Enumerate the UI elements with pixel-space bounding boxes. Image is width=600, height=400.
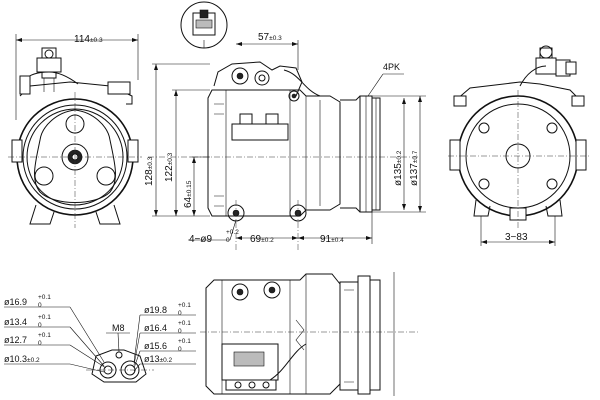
mount-spacing-a-dim: 69±0.2 xyxy=(250,234,274,245)
svg-text:+0.2: +0.2 xyxy=(226,229,239,236)
svg-text:+0.1: +0.1 xyxy=(178,320,191,327)
svg-text:0: 0 xyxy=(178,310,182,317)
port-thread-label: M8 xyxy=(112,323,125,333)
svg-text:0: 0 xyxy=(38,340,42,347)
svg-text:0: 0 xyxy=(178,346,182,353)
svg-text:+0.1: +0.1 xyxy=(38,294,51,301)
connector-offset-dim: 57±0.3 xyxy=(258,32,282,43)
svg-text:+0.1: +0.1 xyxy=(38,314,51,321)
port-right-3: ø15.6 xyxy=(144,341,167,351)
belt-profile-label: 4PK xyxy=(383,62,400,72)
port-right-2: ø16.4 xyxy=(144,323,167,333)
port-detail: ø16.9 +0.1 0 ø13.4 +0.1 0 ø12.7 +0.1 0 ø… xyxy=(4,294,196,383)
svg-text:0: 0 xyxy=(38,302,42,309)
pulley-diameter-dim: ø135±0.2 xyxy=(393,150,404,186)
svg-text:0: 0 xyxy=(226,237,230,244)
body-height-dim: 122±0.3 xyxy=(164,152,175,182)
svg-text:+0.1: +0.1 xyxy=(38,332,51,339)
center-height-dim: 64±0.15 xyxy=(183,180,194,208)
svg-text:+0.1: +0.1 xyxy=(178,338,191,345)
side-view: 57±0.3 4PK xyxy=(144,32,426,250)
pulley-outer-diameter-dim: ø137±0.7 xyxy=(409,150,420,186)
top-view xyxy=(200,272,420,396)
port-left-1: ø16.9 xyxy=(4,297,27,307)
svg-text:0: 0 xyxy=(178,328,182,335)
connector-detail xyxy=(180,1,228,49)
front-view: 114±0.3 xyxy=(8,34,142,228)
port-left-4: ø10.3±0.2 xyxy=(4,354,40,364)
svg-text:0: 0 xyxy=(38,322,42,329)
port-right-1: ø19.8 xyxy=(144,305,167,315)
mount-holes-dim: 4−ø9 xyxy=(189,234,213,245)
port-left-3: ø12.7 xyxy=(4,335,27,345)
port-left-2: ø13.4 xyxy=(4,317,27,327)
rear-width-dim: 3−83 xyxy=(505,232,528,243)
total-height-dim: 128±0.3 xyxy=(144,156,155,186)
overall-width-dim: 114±0.3 xyxy=(74,34,103,45)
port-right-4: ø13±0.2 xyxy=(144,354,173,364)
mount-spacing-b-dim: 91±0.4 xyxy=(320,234,344,245)
rear-view: 3−83 xyxy=(448,45,590,246)
svg-text:+0.1: +0.1 xyxy=(178,302,191,309)
